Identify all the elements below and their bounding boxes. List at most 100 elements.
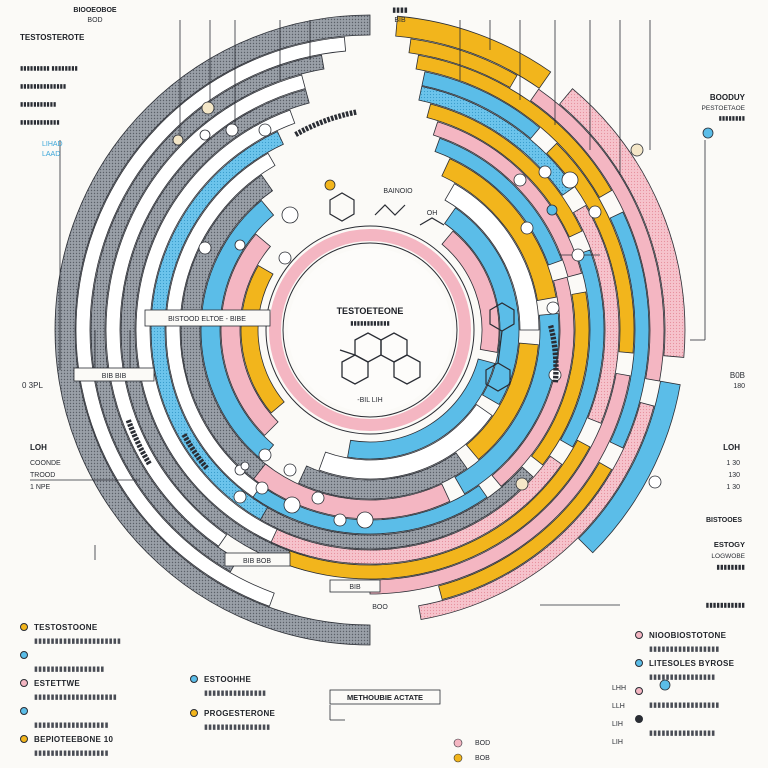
legend-swatch-icon — [190, 675, 198, 683]
header-top-left: TESTOSTEROTE — [20, 33, 85, 42]
ring-segment — [438, 461, 613, 600]
left-box-a-label: BIB BIB — [102, 373, 127, 380]
center-core — [265, 225, 475, 435]
center-title: TESTOETEONE — [337, 306, 404, 316]
header-top-right-sub: PESTOETAOE — [702, 105, 746, 112]
ring-segment — [432, 121, 583, 278]
legend-swatch-icon — [20, 679, 28, 687]
right-group-line-2: 1 30 — [726, 484, 740, 491]
legend-item: TESTOSTOONE — [20, 620, 190, 634]
header-top-center-b-sub: BIB — [394, 17, 406, 24]
ring-segment — [165, 152, 276, 508]
header-top-center-a-sub: BOD — [87, 17, 102, 24]
legend-swatch-icon — [20, 707, 28, 715]
right-code-sub: 180 — [733, 383, 745, 390]
bottom-box-label: BIB — [349, 584, 361, 591]
pathway-node-icon — [198, 241, 212, 255]
legend-name: LITESOLES BYROSE — [649, 658, 735, 668]
pathway-node-icon — [255, 481, 269, 495]
ring-segment — [426, 103, 583, 238]
legend-desc: ▮▮▮▮▮▮▮▮▮▮▮▮▮▮▮▮ — [649, 730, 716, 737]
header-top-right: BOODUY — [710, 93, 746, 102]
header-top-right-line: ▮▮▮▮▮▮▮▮ — [719, 116, 745, 122]
ring-segment — [75, 36, 347, 607]
pathway-node-icon — [356, 511, 374, 529]
legend-desc: ▮▮▮▮▮▮▮▮▮▮▮▮▮▮▮ — [204, 690, 267, 697]
left-box-b-label: BIB BOB — [243, 558, 271, 565]
ring-segment — [318, 404, 493, 480]
ring-segment — [418, 401, 655, 620]
right-group-line-0: 1 30 — [726, 460, 740, 467]
right-label-a: BISTOOES — [706, 517, 742, 524]
side-molecule-icon — [485, 302, 515, 392]
ring-segment — [441, 158, 557, 301]
legend-item — [20, 648, 190, 662]
header-code-0: LIHAD — [42, 141, 63, 148]
pathway-node-icon — [648, 475, 662, 489]
legend-swatch-icon — [635, 659, 643, 667]
left-group-line-0: COONDE — [30, 460, 61, 467]
left-box-a — [73, 367, 155, 382]
ring-segment — [465, 342, 539, 461]
center-lower-label: -BIL LIH — [357, 397, 382, 404]
legend-right: NIOOBIOSTOTONE ▮▮▮▮▮▮▮▮▮▮▮▮▮▮▮▮▮ LITESOLES… — [635, 628, 760, 740]
ring-segment — [444, 183, 540, 331]
legend-right-code-3: LIH — [612, 739, 623, 746]
molecule-mid-code: OH — [427, 210, 438, 217]
legend-name: ESTOOHHE — [204, 674, 252, 684]
steroid-molecule-icon — [339, 332, 421, 385]
pathway-node-icon — [571, 248, 585, 262]
legend-right-code-1: LLH — [612, 703, 625, 710]
band-label: BISTOOD ELTOE - BIBE — [168, 316, 246, 323]
header-line-2: ▮▮▮▮▮▮▮▮▮▮▮ — [20, 102, 56, 108]
ring-segment — [105, 74, 306, 547]
pathway-node-icon — [283, 463, 297, 477]
bottom-label: METHOUBIE ACTATE — [347, 693, 423, 702]
legend-swatch-icon — [20, 735, 28, 743]
header-line-3: ▮▮▮▮▮▮▮▮▮▮▮▮ — [20, 120, 60, 126]
ring-segment — [253, 463, 451, 520]
ring-segment — [240, 264, 285, 414]
header-top-center-b: ▮▮▮▮ — [392, 7, 408, 14]
pathway-node-icon — [258, 123, 272, 137]
legend-desc: ▮▮▮▮▮▮▮▮▮▮▮▮▮▮▮▮▮ — [649, 702, 720, 709]
leader-lines — [30, 20, 706, 721]
ring-segment — [135, 109, 296, 551]
ring-segment — [444, 207, 520, 406]
right-estrogy-line-1: ▮▮▮▮▮▮▮▮ — [716, 564, 745, 571]
ring-segment — [454, 313, 560, 495]
legend-desc: ▮▮▮▮▮▮▮▮▮▮▮▮▮▮▮▮▮ — [34, 666, 105, 673]
pathway-node-icon — [546, 204, 558, 216]
pathway-node-icon — [281, 206, 299, 224]
legend-desc: ▮▮▮▮▮▮▮▮▮▮▮▮▮▮▮▮▮▮ — [34, 750, 109, 757]
legend-left: TESTOSTOONE▮▮▮▮▮▮▮▮▮▮▮▮▮▮▮▮▮▮▮▮▮▮▮▮▮▮▮▮▮… — [20, 620, 190, 760]
ring-segment — [200, 199, 275, 461]
ring-segment — [150, 130, 284, 530]
ring-segment — [120, 88, 310, 572]
right-group-line-1: 130 — [728, 472, 740, 479]
pathway-node-icon — [702, 127, 714, 139]
legend-item: LITESOLES BYROSE — [635, 656, 760, 670]
legend-item: ESTETTWE — [20, 676, 190, 690]
bottom-code-0: BOD — [475, 740, 490, 747]
ring-segment — [530, 291, 590, 466]
left-group-title: LOH — [30, 443, 47, 452]
legend-item — [635, 684, 760, 698]
ring-segment — [220, 233, 279, 436]
pathway-node-icon — [199, 129, 211, 141]
legend-item: PROGESTERONE — [190, 706, 340, 720]
center-subtitle: ▮▮▮▮▮▮▮▮▮▮▮▮ — [350, 321, 390, 327]
pathway-nodes — [172, 101, 714, 691]
ring-segment — [578, 380, 681, 554]
legend-item: ESTOOHHE — [190, 672, 340, 686]
left-box-b — [224, 552, 291, 567]
ring-segment — [491, 276, 575, 487]
legend-item: NIOOBIOSTOTONE — [635, 628, 760, 642]
legend-desc: ▮▮▮▮▮▮▮▮▮▮▮▮▮▮▮▮ — [204, 724, 271, 731]
pathway-node-icon — [233, 490, 247, 504]
ring-molecule-icon — [329, 192, 445, 226]
bottom-code-1: BOB — [475, 755, 490, 762]
pathway-node-icon — [234, 239, 246, 251]
band-label-box — [144, 309, 271, 327]
